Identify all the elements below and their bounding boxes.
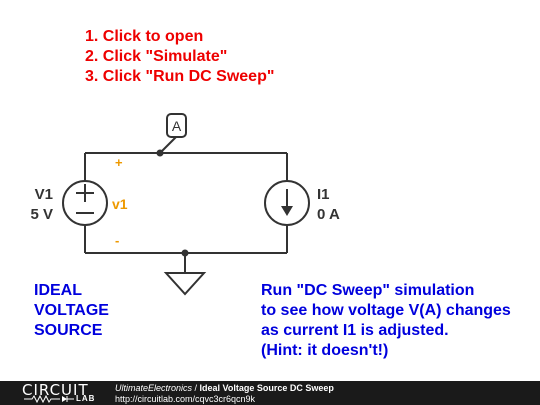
voltage-source-v1[interactable] xyxy=(62,180,108,226)
note-left-line: SOURCE xyxy=(34,322,103,339)
ideal-source-note: IDEAL VOLTAGE SOURCE xyxy=(34,281,109,341)
ground-junction-dot xyxy=(181,249,189,257)
instructions: 1. Click to open 2. Click "Simulate" 3. … xyxy=(85,27,274,87)
note-right-line: as current I1 is adjusted. xyxy=(261,322,449,339)
dc-sweep-note: Run "DC Sweep" simulation to see how vol… xyxy=(261,281,511,361)
v1-node-label: v1 xyxy=(112,196,128,212)
v1-name-label: V1 xyxy=(35,186,53,203)
instruction-step-2: 2. Click "Simulate" xyxy=(85,48,228,65)
note-right-line: (Hint: it doesn't!) xyxy=(261,342,389,359)
i1-value-label: 0 A xyxy=(317,206,340,223)
logo-text-top: CIRCUIT xyxy=(22,381,89,399)
footer-circuit-title: Ideal Voltage Source DC Sweep xyxy=(199,383,334,393)
note-right-line: Run "DC Sweep" simulation xyxy=(261,282,475,299)
footer-title-line: UltimateElectronics / Ideal Voltage Sour… xyxy=(115,383,334,393)
current-source-i1[interactable] xyxy=(264,180,310,226)
footer-url[interactable]: http://circuitlab.com/cqvc3cr6qcn9k xyxy=(115,394,256,404)
logo-text-bottom: LAB xyxy=(76,394,96,403)
note-left-line: IDEAL xyxy=(34,282,82,299)
logo-resistor-icon xyxy=(24,394,74,404)
circuit-schematic[interactable]: A + - v1 V1 5 V I1 0 A xyxy=(0,0,540,381)
instruction-step-3: 3. Click "Run DC Sweep" xyxy=(85,68,275,85)
instruction-step-1: 1. Click to open xyxy=(85,28,204,45)
probe-box xyxy=(166,113,187,138)
footer-author-link[interactable]: UltimateElectronics xyxy=(115,383,193,393)
v1-minus-label: - xyxy=(115,233,119,248)
circuitlab-logo[interactable]: CIRCUIT LAB xyxy=(22,381,100,404)
footer-bar: CIRCUIT LAB UltimateElectronics / Ideal … xyxy=(0,381,540,405)
ground-icon xyxy=(163,272,207,296)
i1-name-label: I1 xyxy=(317,186,330,203)
note-right-line: to see how voltage V(A) changes xyxy=(261,302,511,319)
note-left-line: VOLTAGE xyxy=(34,302,109,319)
footer-separator: / xyxy=(192,383,200,393)
probe-label: A xyxy=(172,118,182,134)
v1-value-label: 5 V xyxy=(30,206,53,223)
v1-plus-label: + xyxy=(115,155,123,170)
probe-a[interactable]: A xyxy=(159,113,187,154)
